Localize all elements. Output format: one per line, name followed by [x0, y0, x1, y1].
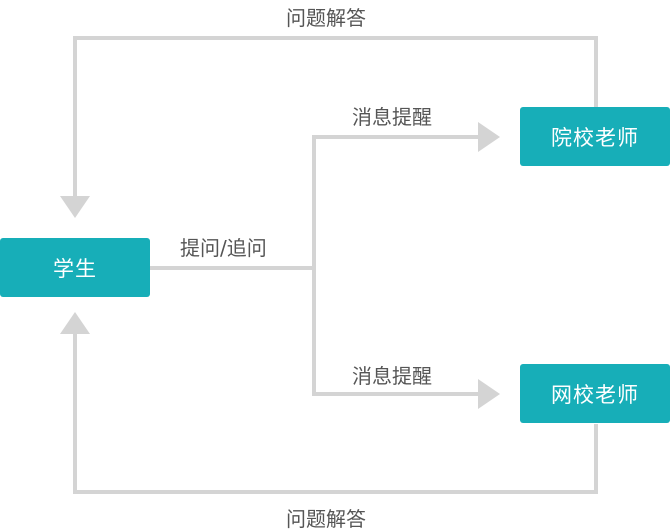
- online-teacher-node-label: 网校老师: [551, 382, 639, 407]
- student-node: 学生: [0, 238, 150, 297]
- school-teacher-node-label: 院校老师: [551, 125, 639, 150]
- arrowhead-right-bottom: [478, 379, 500, 409]
- answer-bottom-connector: [73, 334, 598, 494]
- answer-bottom-label: 问题解答: [286, 507, 366, 531]
- arrowhead-up: [60, 312, 90, 334]
- notify-top-label: 消息提醒: [352, 105, 432, 129]
- school-teacher-node: 院校老师: [520, 107, 670, 166]
- ask-label: 提问/追问: [180, 236, 267, 260]
- online-teacher-node: 网校老师: [520, 364, 670, 423]
- student-node-label: 学生: [53, 256, 97, 281]
- arrowhead-down: [60, 196, 90, 218]
- answer-top-connector: [73, 36, 598, 196]
- notify-bottom-label: 消息提醒: [352, 364, 432, 388]
- arrowhead-right-top: [478, 122, 500, 152]
- answer-top-label: 问题解答: [286, 6, 366, 30]
